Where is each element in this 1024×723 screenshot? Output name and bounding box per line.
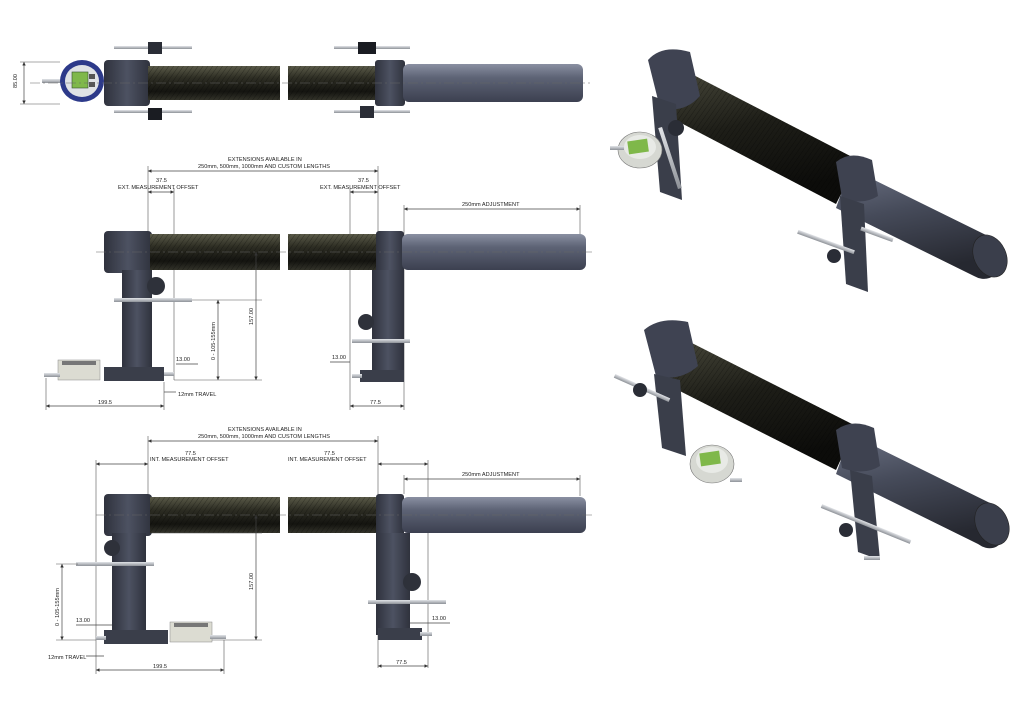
dim-775-mid: 77.5 (370, 400, 381, 406)
dim-13-mid-right: 13.00 (332, 355, 346, 361)
dim-13-bottom-left: 13.00 (76, 618, 90, 624)
ext-offset-value-right: 37.5 (358, 178, 369, 184)
adjustment-label-mid: 250mm ADJUSTMENT (462, 202, 520, 208)
ext-offset-label-right: EXT. MEASUREMENT OFFSET (320, 185, 401, 191)
top-height-label: 85.00 (13, 74, 19, 88)
adjustment-label-bottom: 250mm ADJUSTMENT (462, 472, 520, 478)
iso2-right-arm (850, 470, 880, 560)
int-offset-label-right: INT. MEASUREMENT OFFSET (288, 457, 367, 463)
int-note-line1: EXTENSIONS AVAILABLE IN (228, 427, 302, 433)
ext-offset-label-left: EXT. MEASUREMENT OFFSET (118, 185, 199, 191)
top-plan-view: 85.00 (13, 42, 590, 120)
int-note-line2: 250mm, 500mm, 1000mm AND CUSTOM LENGTHS (198, 434, 330, 440)
iso1-right-arm (840, 196, 868, 292)
ext-note-line2: 250mm, 500mm, 1000mm AND CUSTOM LENGTHS (198, 164, 330, 170)
dial-gauge-top (60, 60, 104, 102)
gauge-stem (42, 79, 62, 83)
ext-note-line1: EXTENSIONS AVAILABLE IN (228, 157, 302, 163)
int-offset-value-left: 77.5 (185, 451, 196, 457)
int-offset-label-left: INT. MEASUREMENT OFFSET (150, 457, 229, 463)
dim-157-bottom: 157.00 (249, 573, 255, 590)
travel-label-mid: 12mm TRAVEL (178, 392, 216, 398)
dim-13-bottom-right: 13.00 (432, 616, 446, 622)
dim-range-ext: 0 - 105-155mm (211, 322, 217, 360)
travel-label-bottom: 12mm TRAVEL (48, 655, 86, 661)
external-measurement-view: EXTENSIONS AVAILABLE IN 250mm, 500mm, 10… (44, 157, 592, 410)
ext-offset-value-left: 37.5 (156, 178, 167, 184)
dim-range-int: 0 - 105-155mm (55, 588, 61, 626)
left-arm-mid (122, 270, 152, 370)
dim-157-mid: 157.00 (249, 308, 255, 325)
int-offset-value-right: 77.5 (324, 451, 335, 457)
right-arm-mid (372, 270, 404, 372)
dim-775-bottom: 77.5 (396, 660, 407, 666)
isometric-view-external (610, 49, 1008, 292)
dim-1995-bottom: 199.5 (153, 664, 167, 670)
internal-measurement-view: EXTENSIONS AVAILABLE IN 250mm, 500mm, 10… (48, 427, 592, 674)
dim-1995-mid: 199.5 (98, 400, 112, 406)
isometric-view-internal (613, 320, 1010, 560)
dim-13-mid-left: 13.00 (176, 357, 190, 363)
